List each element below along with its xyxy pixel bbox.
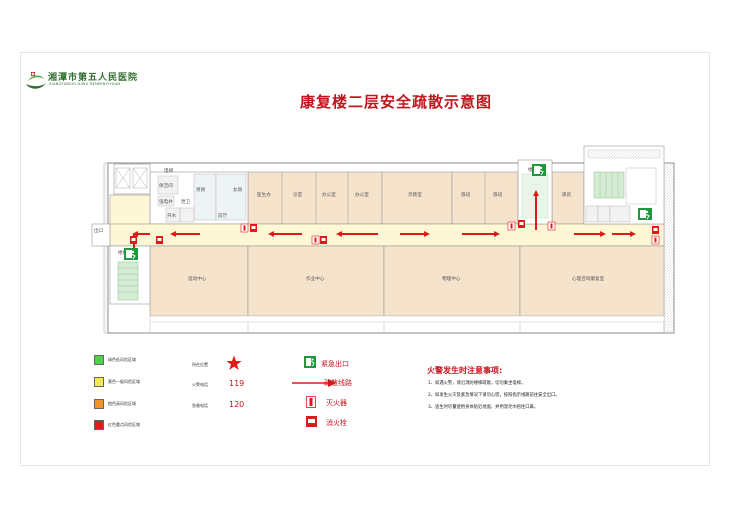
- fire-hydrant-icon: [652, 226, 659, 234]
- south-balcony: [149, 315, 665, 323]
- legend-extinguisher-label: 灭火器: [326, 399, 347, 407]
- label-hall: 前厅: [218, 212, 228, 219]
- hospital-logo: [24, 70, 174, 92]
- note-item-2: 2、如发生火灾及紧急情况下请勿心慌，按照指示线路前往安全出口。: [428, 393, 560, 398]
- emergency-exit-icon: [124, 248, 138, 260]
- legend-ambulance-label: 急救电话: [192, 403, 208, 408]
- fire-extinguisher-icon: [547, 221, 556, 231]
- label-duty-1: 值班: [461, 191, 471, 198]
- east-wall: [663, 162, 675, 334]
- small-room-c: [609, 205, 631, 223]
- label-office-1: 办公室: [322, 191, 336, 198]
- legend-zone-orange: 橙色高风险区域: [108, 401, 136, 406]
- fire-hydrant-icon: [306, 416, 317, 427]
- psych-room: [519, 245, 665, 317]
- hospital-name-en: XIANGTANSHI DIWU RENMINYIYUAN: [49, 82, 121, 86]
- legend-swatch-red: [94, 420, 104, 430]
- elevator-shafts: [113, 163, 151, 195]
- label-study: 示教室: [408, 191, 422, 198]
- legend-position-label: 所在位置: [192, 362, 208, 367]
- legend-zone-green: 绿色低风险区域: [108, 357, 136, 362]
- east-stair: [593, 171, 625, 199]
- page-title: 康复楼二层安全疏散示意图: [300, 93, 493, 111]
- fire-hydrant-icon: [250, 224, 257, 232]
- fire-hydrant-icon: [518, 220, 525, 228]
- storage-room: [551, 171, 585, 225]
- legend-route-label: 疏散线路: [324, 379, 352, 387]
- fire-extinguisher-icon: [306, 396, 316, 408]
- ot-center-room: [247, 245, 385, 317]
- fire-hydrant-icon: [156, 236, 163, 244]
- label-men-wc: 男厕: [196, 187, 206, 193]
- note-item-3: 3、逃生时尽量使用身体贴近地面，并用湿毛巾捂住口鼻。: [428, 405, 539, 410]
- rehab-center-room: [383, 245, 521, 317]
- cleaning-room: [157, 175, 179, 195]
- label-psych: 心理咨询康复室: [572, 275, 605, 282]
- legend-zone-yellow: 黄色一般风险区域: [108, 379, 140, 384]
- ambulance-phone-number: 120: [229, 400, 245, 409]
- west-stair: [117, 261, 139, 301]
- emergency-exit-icon: [638, 208, 652, 220]
- electric-room: [157, 195, 175, 207]
- pt-center-room: [149, 245, 249, 317]
- label-west-exit: 出口: [94, 227, 104, 234]
- label-office-2: 办公室: [355, 191, 369, 198]
- label-xielie: 泄卫: [181, 198, 191, 205]
- fire-extinguisher-icon: [311, 235, 320, 245]
- hospital-emblem-icon: [26, 72, 46, 89]
- note-item-1: 1、如遇火警，请沿消防楼梯疏散，切勿乘坐电梯。: [428, 381, 526, 386]
- label-cleaning: 保洁间: [159, 182, 173, 189]
- label-storage: 库房: [562, 191, 572, 198]
- west-exit-passage: [91, 223, 111, 247]
- label-ot-center: 作业中心: [306, 275, 325, 282]
- legend-fire-label: 火警电话: [192, 382, 208, 387]
- label-pt-center: 运动中心: [188, 275, 207, 282]
- legend-exit-label: 紧急出口: [321, 360, 349, 368]
- evacuation-routes: [131, 190, 636, 256]
- small-room-a: [585, 205, 599, 223]
- fire-hydrant-icon: [130, 236, 137, 244]
- xielie-room: [179, 207, 195, 223]
- elevator-cross-icon: [115, 167, 148, 189]
- label-water: 开水: [167, 212, 177, 219]
- label-elevator: 电梯: [164, 167, 174, 174]
- label-women-wc: 女厕: [233, 186, 243, 193]
- legend-hydrant-label: 消火栓: [326, 419, 347, 427]
- legend-zone-red: 红色重点风险区域: [108, 422, 140, 427]
- label-electric: 强电井: [159, 198, 173, 205]
- fire-hydrant-icon: [320, 236, 327, 244]
- label-doctor: 医生办: [257, 191, 271, 198]
- label-treat: 诊室: [293, 191, 303, 198]
- men-restroom: [193, 173, 217, 221]
- small-room-b: [597, 205, 611, 223]
- fire-extinguisher-icon: [507, 221, 516, 231]
- evacuation-arrow-icon: [292, 379, 336, 387]
- fire-extinguisher-icon: [240, 223, 249, 233]
- emergency-exit-icon: [532, 164, 546, 176]
- study-room: [381, 171, 453, 225]
- fire-phone-number: 119: [229, 379, 245, 388]
- hospital-name: 湘潭市第五人民医院: [48, 73, 139, 83]
- notes-title: 火警发生时注意事项:: [427, 366, 503, 375]
- label-duty-2: 值班: [493, 191, 503, 198]
- north-rooms-a: [247, 171, 383, 225]
- legend-swatch-green: [94, 355, 104, 365]
- label-rehab-center: 物理中心: [442, 275, 461, 282]
- legend-swatch-yellow: [94, 377, 104, 387]
- emergency-exit-icon: [304, 356, 316, 368]
- current-position-star-icon: [226, 355, 242, 370]
- west-wall: [103, 162, 109, 334]
- women-restroom: [215, 173, 247, 221]
- fire-extinguisher-icon: [651, 235, 660, 245]
- legend-swatch-orange: [94, 399, 104, 409]
